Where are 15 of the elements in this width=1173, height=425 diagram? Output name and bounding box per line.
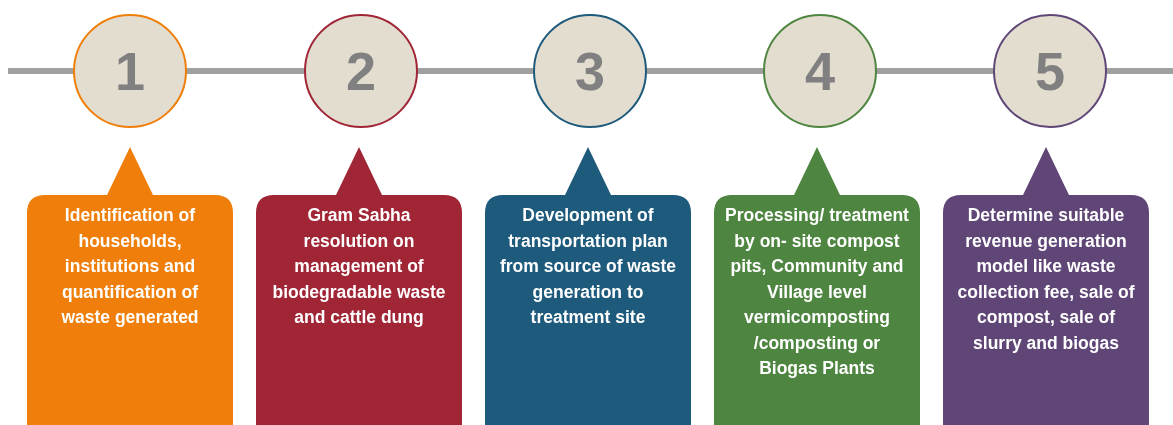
callout-box: [485, 147, 691, 425]
step-number: 1: [114, 40, 145, 102]
callout-box: [714, 147, 920, 425]
step-number: 2: [345, 40, 376, 102]
step-number: 4: [804, 40, 835, 102]
step-description: Development of transportation plan from source of waste generation to treatment site: [499, 204, 677, 329]
step-description: Determine suitable revenue generation model like waste collection fee, sale of compost, sale of slurry and biogas: [956, 204, 1136, 355]
callout-box: [27, 147, 233, 425]
step-description: Gram Sabha resolution on management of biodegradable waste and cattle dung: [271, 204, 447, 329]
step-description: Identification of households, institutions and quantification of waste generated: [60, 204, 200, 329]
step-description: Processing/ treatment by on- site compost pits, Community and Village level vermicomposting /composting or Biogas Plants: [724, 204, 910, 380]
callout-box: [943, 147, 1149, 425]
callout-box: [256, 147, 462, 425]
step-number: 5: [1034, 40, 1065, 102]
step-number: 3: [574, 40, 605, 102]
